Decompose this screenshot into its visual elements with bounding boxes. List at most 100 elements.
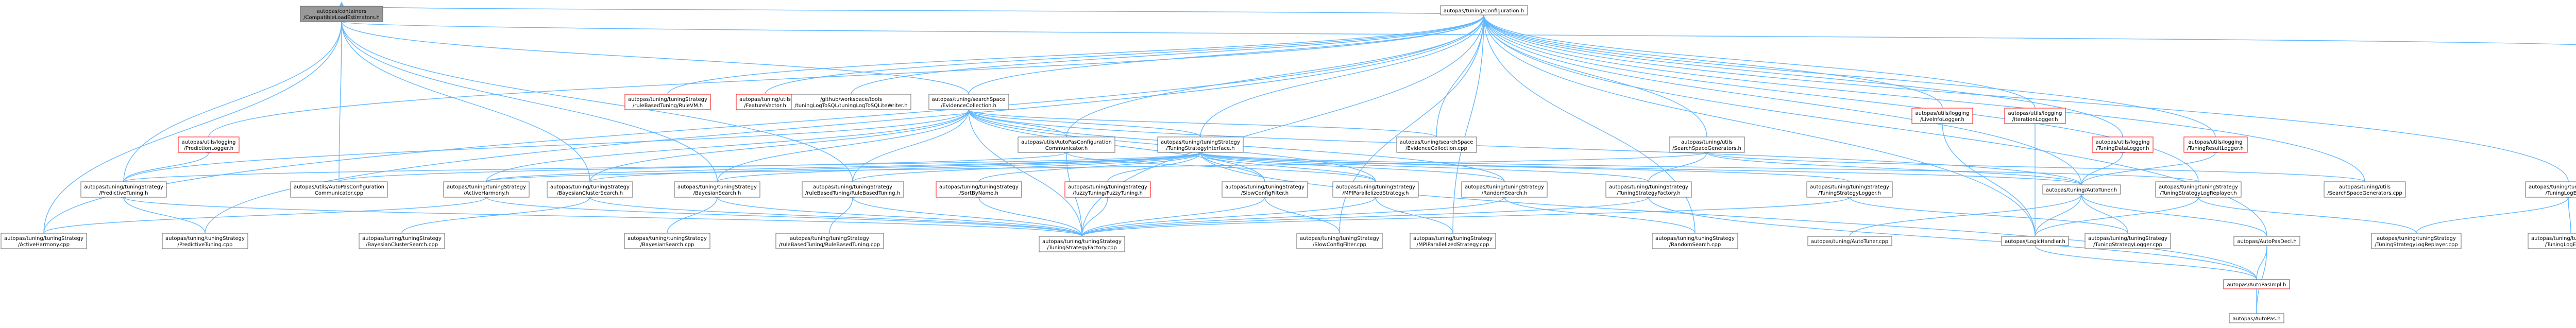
file-node-label: autopas/tuning/tuningStrategy [939,184,1019,190]
file-node-rulecpp[interactable]: autopas/tuning/tuningStrategy/ruleBasedT… [775,233,884,249]
file-node-tunlog[interactable]: autopas/utils/logging/TuningDataLogger.h [2092,136,2154,153]
file-nodes: autopas/containers/CompatibleLoadEstimat… [1,5,2576,323]
dependency-edge [1081,193,1378,237]
file-node-label: /BayesianSearch.cpp [640,242,694,248]
file-node-autopash[interactable]: autopas/AutoPas.h [2229,313,2284,323]
file-node-predcpp[interactable]: autopas/tuning/tuningStrategy/Predictive… [162,233,248,249]
file-node-box [2229,313,2284,323]
dependency-edge [1847,193,2128,234]
file-node-autotunercpp[interactable]: autopas/tuning/AutoTuner.cpp [1807,236,1892,246]
dependency-edge [589,105,971,182]
file-node-logentrycpp[interactable]: autopas/tuning/tuningStrategy/TuningLogE… [2528,233,2576,249]
dependency-edge [1081,193,1852,237]
file-node-logentryH[interactable]: autopas/tuning/tuningStrategy/TuningLogE… [2525,181,2576,198]
file-node-bayesClH[interactable]: autopas/tuning/tuningStrategy/BayesianCl… [547,181,633,198]
file-node-label: autopas/tuning/tuningStrategy [2088,236,2167,241]
file-node-predlogH[interactable]: autopas/utils/logging/PredictionLogger.h [178,136,240,153]
file-node-label: autopas/tuning/tuningStrategy [628,236,707,241]
file-node-autotunerH[interactable]: autopas/tuning/AutoTuner.h [2042,184,2121,195]
file-node-bayesClcpp[interactable]: autopas/tuning/tuningStrategy/BayesianCl… [359,233,445,249]
file-node-label: autopas/tuning/tuningStrategy [813,184,892,190]
file-node-autopasimpl[interactable]: autopas/AutoPasImpl.h [2223,279,2290,289]
file-node-featvec[interactable]: autopas/tuning/utils/FeatureVector.h [736,94,795,110]
dependency-edge [123,148,211,182]
file-node-bayescpp[interactable]: autopas/tuning/tuningStrategy/BayesianSe… [624,233,710,249]
dependency-edge [976,193,1082,237]
file-node-conf[interactable]: autopas/tuning/Configuration.h [1440,5,1528,15]
file-node-ruleH[interactable]: autopas/tuning/tuningStrategy/ruleBasedT… [624,94,711,110]
file-node-box [2042,184,2121,195]
file-node-tunres[interactable]: autopas/utils/logging/TuningResultLogger… [2183,136,2248,153]
file-node-label: autopas/tuning/tuningStrategy [165,236,245,241]
file-node-slowcpp[interactable]: autopas/tuning/tuningStrategy/SlowConfig… [1296,233,1383,249]
file-node-ruleBasedH[interactable]: autopas/tuning/tuningStrategy/ruleBasedT… [802,181,904,198]
file-node-label: autopas/tuning/tuningStrategy [84,184,163,190]
file-node-replayerH[interactable]: autopas/tuning/tuningStrategy/TuningStra… [2155,181,2242,198]
file-node-evidcpp[interactable]: autopas/tuning/searchSpace/EvidenceColle… [1396,136,1477,153]
file-node-commcpp[interactable]: autopas/utils/AutoPasConfigurationCommun… [290,181,388,198]
file-node-fuzzyH[interactable]: autopas/tuning/tuningStrategy/fuzzyTunin… [1064,181,1151,198]
file-node-mpicpp[interactable]: autopas/tuning/tuningStrategy/MPIParalle… [1410,233,1496,249]
dependency-edge [966,105,1437,137]
file-node-label: autopas/tuning/tuningStrategy [1336,184,1415,190]
file-node-ssgencpp[interactable]: autopas/tuning/utils/SearchSpaceGenerato… [2324,181,2406,198]
file-node-label: autopas/tuning/searchSpace [1400,140,1473,145]
file-node-box [1157,136,1244,153]
file-node-loggerH[interactable]: autopas/tuning/tuningStrategy/TuningStra… [1806,181,1893,198]
file-node-ghpath[interactable]: /github/workspace/tools/tuningLogToSQL/t… [791,94,911,110]
file-node-loggercpp[interactable]: autopas/tuning/tuningStrategy/TuningStra… [2084,233,2171,249]
file-node-mpiH[interactable]: autopas/tuning/tuningStrategy/MPIParalle… [1332,181,1419,198]
file-node-box [290,181,388,198]
file-node-factorycpp[interactable]: autopas/tuning/tuningStrategy/TuningStra… [1039,236,1125,252]
dependency-edge [2081,148,2125,185]
dependency-edge [1481,10,2569,182]
file-node-autopasconf[interactable]: autopas/utils/AutoPasConfigurationCommun… [1018,136,1115,153]
file-node-label: /EvidenceCollection.cpp [1405,146,1467,151]
file-node-factoryH[interactable]: autopas/tuning/tuningStrategy/TuningStra… [1605,181,1692,198]
file-node-label: /SearchSpaceGenerators.h [1672,146,1741,151]
file-node-bayesH[interactable]: autopas/tuning/tuningStrategy/BayesianSe… [674,181,760,198]
dependency-edge [765,10,1486,95]
dependency-edge [2035,189,2084,237]
file-node-randomcpp[interactable]: autopas/tuning/tuningStrategy/RandomSear… [1652,233,1738,249]
dependency-edge [1704,148,2365,182]
file-node-randomH[interactable]: autopas/tuning/tuningStrategy/RandomSear… [1461,181,1548,198]
dependency-edge [1481,10,1943,109]
file-node-label: autopas/utils/AutoPasConfiguration [294,184,384,190]
file-node-label: /IterationLogger.h [2012,117,2058,123]
file-node-activeH[interactable]: autopas/tuning/tuningStrategy/ActiveHarm… [443,181,530,198]
file-node-activecpp[interactable]: autopas/tuning/tuningStrategy/ActiveHarm… [1,233,87,249]
file-node-root: autopas/containers/CompatibleLoadEstimat… [300,6,383,22]
file-node-box [1605,181,1692,198]
file-node-label: /TuningStrategyFactory.cpp [1047,245,1116,251]
file-node-label: /github/workspace/tools [820,97,882,102]
dependency-edge [205,10,1486,234]
dependency-edge [2035,193,2201,237]
file-node-livelog[interactable]: autopas/utils/logging/LiveInfoLogger.h [1911,108,1973,124]
file-node-label: /PredictiveTuning.h [99,191,148,196]
file-node-box [1669,136,1745,153]
file-node-slowH[interactable]: autopas/tuning/tuningStrategy/SlowConfig… [1222,181,1308,198]
file-node-box [547,181,633,198]
file-node-box [1652,233,1738,249]
dependency-edge [852,105,971,182]
dependency-edge [2416,193,2571,234]
file-node-searchspace[interactable]: autopas/tuning/utils/SearchSpaceGenerato… [1669,136,1745,153]
file-node-label: autopas/AutoPas.h [2232,316,2280,322]
file-node-replayercpp[interactable]: autopas/tuning/tuningStrategy/TuningStra… [2371,233,2462,249]
file-node-evidcol[interactable]: autopas/tuning/searchSpace/EvidenceColle… [928,94,1009,110]
file-node-tsi[interactable]: autopas/tuning/tuningStrategy/TuningStra… [1157,136,1244,153]
dependency-edge [1436,10,1486,137]
file-node-label: autopas/tuning/Configuration.h [1444,8,1524,14]
file-node-label: autopas/tuning/tuningStrategy [1810,184,1889,190]
file-node-iterlog[interactable]: autopas/utils/logging/IterationLogger.h [2004,108,2066,124]
file-node-label: autopas/tuning/tuningStrategy [1465,184,1544,190]
file-node-logichandler[interactable]: autopas/LogicHandler.h [2001,236,2069,246]
file-node-sortByName[interactable]: autopas/tuning/tuningStrategy/SortByName… [936,181,1022,198]
file-node-predtun[interactable]: autopas/tuning/tuningStrategy/Predictive… [80,181,167,198]
dependency-edge [1198,148,1850,182]
file-node-label: autopas/tuning/searchSpace [932,97,1006,102]
file-node-autopasdecl[interactable]: autopas/AutoPasDecl.h [2233,236,2300,246]
file-node-box [1222,181,1308,198]
dependency-edge [401,193,592,234]
